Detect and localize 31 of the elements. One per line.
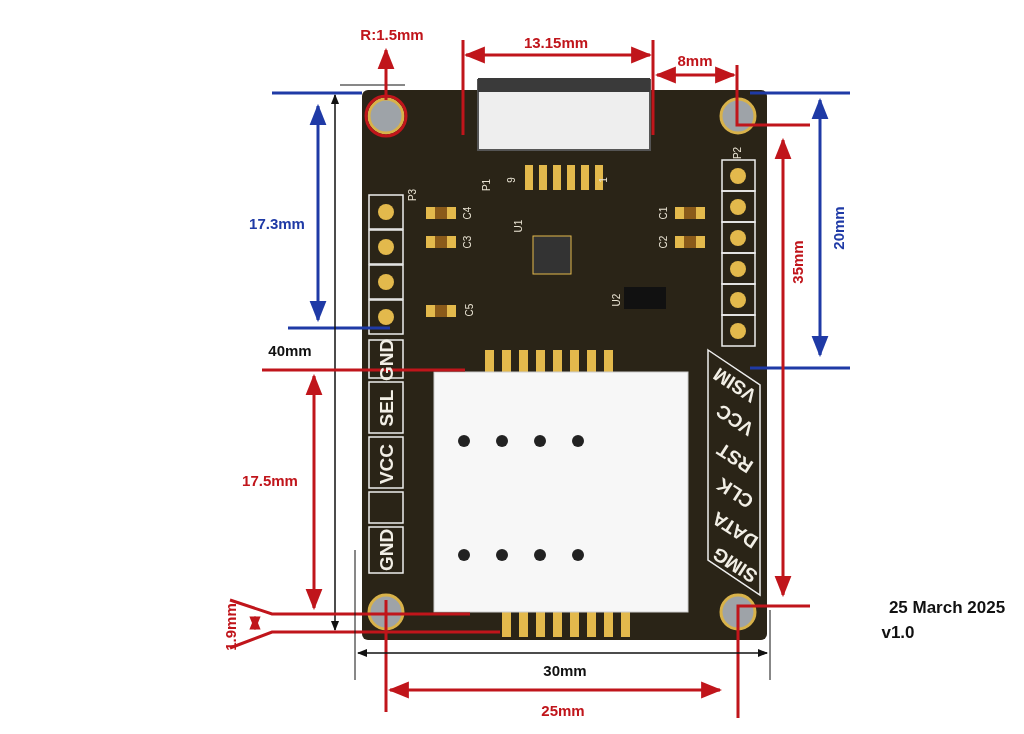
pin-label: VCC xyxy=(376,443,396,485)
silkscreen-label: 9 xyxy=(507,177,517,183)
silkscreen-label: P3 xyxy=(408,188,418,202)
pin-label: GND xyxy=(376,528,396,572)
silkscreen-label: P1 xyxy=(482,178,492,192)
dimension-label: 30mm xyxy=(543,662,587,678)
dimension-label: 25mm xyxy=(541,702,585,718)
silkscreen-label: C2 xyxy=(659,235,669,249)
pin-label: SEL xyxy=(376,389,396,427)
dimension-label: 13.15mm xyxy=(523,34,589,50)
dimension-label: R:1.5mm xyxy=(360,26,424,42)
pin-label: RST xyxy=(713,439,757,477)
version-text: v1.0 xyxy=(881,623,915,641)
silkscreen-label: C5 xyxy=(465,303,475,317)
silkscreen-label: C4 xyxy=(463,206,473,220)
date-text: 25 March 2025 xyxy=(888,598,1006,616)
pin-label: GND xyxy=(376,338,396,382)
silkscreen-label: U2 xyxy=(612,293,622,307)
pin-label: CLK xyxy=(713,474,757,512)
silkscreen-label: P2 xyxy=(733,146,743,160)
silkscreen-label: U1 xyxy=(514,219,524,233)
dimension-label: 35mm xyxy=(789,240,805,284)
dimension-label: 1.9mm xyxy=(222,603,238,651)
dimension-label: 20mm xyxy=(830,206,846,250)
silkscreen-label: C3 xyxy=(463,235,473,249)
silkscreen-label: C1 xyxy=(659,206,669,220)
dimension-label: 17.3mm xyxy=(249,215,305,231)
silkscreen-label: 1 xyxy=(599,177,609,183)
dimension-label: 40mm xyxy=(268,342,312,358)
dimension-label: 17.5mm xyxy=(242,472,298,488)
dimension-label: 8mm xyxy=(677,52,713,68)
